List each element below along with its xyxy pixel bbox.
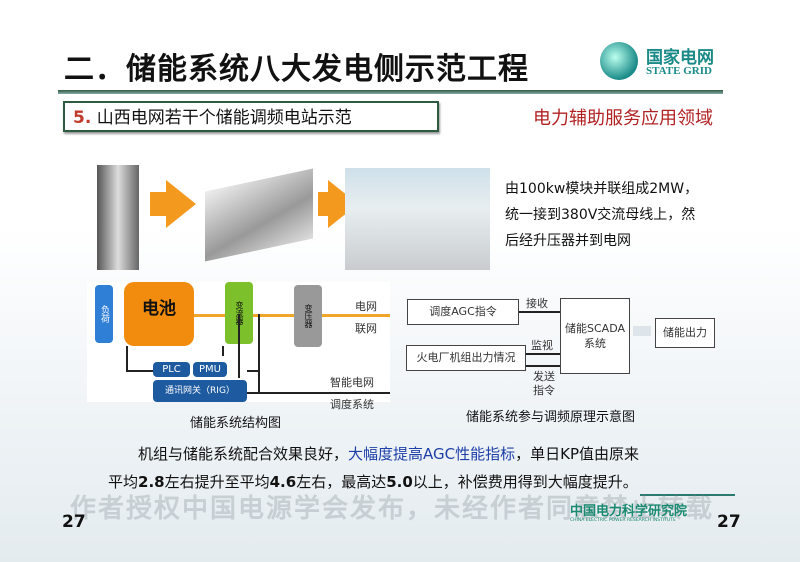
monitor-label: 监视 [531,339,553,352]
state-grid-logo: 国家电网 STATE GRID [596,40,726,85]
body-span: ，单日KP值由原来 [515,445,640,463]
output-label: 储能出力 [663,326,707,339]
body-span: 左右，最高达 [296,473,387,491]
body-span: 平均 [108,473,139,491]
subtitle-text: 山西电网若干个储能调频电站示范 [96,108,352,128]
structure-caption: 储能系统结构图 [190,416,282,431]
battery-block: 电池 [124,282,194,346]
plc-block: PLC [153,362,190,377]
logo-cn: 国家电网 [646,48,714,68]
institute-en: CHINA ELECTRIC POWER RESEARCH INSTITUTE [570,518,676,523]
arrow-icon [166,180,196,228]
plant-output-box: 火电厂机组出力情况 [406,345,526,371]
description: 由100kw模块并联组成2MW， 统一接到380V交流母线上，然 后经升压器并到… [505,176,698,254]
description-line: 统一接到380V交流母线上，然 [505,207,696,223]
transformer-label: 变压器 [304,304,313,328]
body-underline [640,494,735,496]
body-line: 平均2.8左右提升至平均4.6左右，最高达5.0以上，补偿费用得到大幅度提升。 [100,468,740,496]
transformer-block: 变压器 [294,285,322,347]
scada-label: 储能SCADA系统 [565,322,625,350]
body-span: 以上，补偿费用得到大幅度提升。 [412,473,638,491]
body-value: 4.6 [269,473,297,491]
send-label: 指令 [533,384,555,397]
grid-label: 电网 [355,300,377,313]
body-text: 机组与储能系统配合效果良好，大幅度提高AGC性能指标，单日KP值由原来 平均2.… [100,440,740,496]
subtitle-box: 5. 山西电网若干个储能调频电站示范 [63,101,439,132]
control-line [222,346,224,356]
dispatch-label: 智能电网 [330,376,374,389]
battery-label: 电池 [142,299,176,319]
scada-box: 储能SCADA系统 [560,298,630,374]
agc-label: 调度AGC指令 [429,305,497,318]
principle-caption: 储能系统参与调频原理示意图 [466,410,636,425]
description-line: 后经升压器并到电网 [505,233,631,249]
battery-rack-image [97,165,139,270]
page-number-left: 27 [62,512,86,532]
storage-output-box: 储能出力 [655,318,715,348]
converter-label: 变流器 [235,301,244,325]
pmu-label: PMU [199,364,221,375]
output-arrow-icon [633,326,651,336]
pmu-block: PMU [193,362,227,377]
slide-title: 二．储能系统八大发电侧示范工程 [64,52,529,87]
monitor-arrow [526,353,560,355]
send-label: 发送 [533,370,555,383]
globe-icon [600,42,638,80]
institute-cn: 中国电力科学研究院 [570,504,688,519]
structure-diagram: 负荷 电池 变流器 变压器 电网 联网 PLC PMU 通讯网关（RIG） 智能… [87,282,390,411]
plc-label: PLC [162,364,181,375]
control-line [247,370,259,372]
body-value: 2.8 [138,473,165,491]
grid-label: 联网 [355,322,377,335]
load-block: 负荷 [95,285,113,343]
control-line [126,370,153,372]
description-line: 由100kw模块并联组成2MW， [505,181,699,197]
body-value: 5.0 [386,473,413,491]
page-number-right: 27 [717,512,741,532]
subtitle-number: 5. [73,108,92,128]
watermark: 作者授权中国电源学会发布，未经作者同意禁止转载 [70,494,715,524]
agc-command-box: 调度AGC指令 [407,299,519,325]
control-line [247,392,390,394]
receive-label: 接收 [526,297,548,310]
arrow-icon [318,192,328,216]
category-label: 电力辅助服务应用领域 [533,108,713,129]
dispatch-label: 调度系统 [330,398,374,411]
module-array-image [205,168,313,262]
body-span: 左右提升至平均 [164,473,270,491]
receive-arrow [519,311,560,313]
gateway-block: 通讯网关（RIG） [153,380,247,402]
gateway-label: 通讯网关（RIG） [165,386,235,396]
control-line [258,314,260,394]
body-line: 机组与储能系统配合效果良好，大幅度提高AGC性能指标，单日KP值由原来 [100,440,740,468]
title-divider [58,90,723,94]
body-span: 机组与储能系统配合效果良好， [138,445,349,463]
plant-label: 火电厂机组出力情况 [416,351,516,364]
arrow-icon [150,192,166,216]
control-line [126,346,128,370]
control-line [238,314,240,378]
station-rendering-image [345,168,490,270]
logo-en: STATE GRID [646,65,712,77]
send-arrow [526,365,560,367]
power-line [194,314,390,317]
load-label: 负荷 [99,305,109,323]
body-highlight: 大幅度提高AGC性能指标 [348,445,516,463]
